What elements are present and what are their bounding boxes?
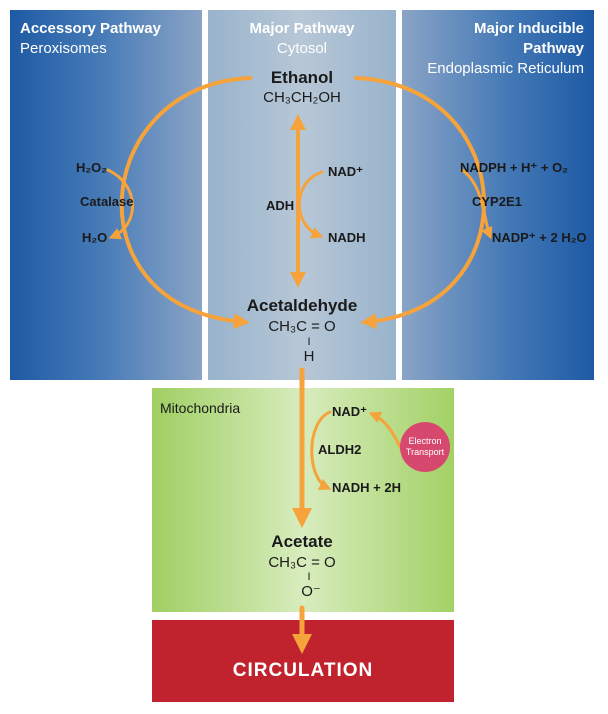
adh-input: NAD⁺	[328, 164, 364, 179]
circulation-label: CIRCULATION	[232, 660, 374, 681]
major-pathway-location: Cytosol	[276, 40, 328, 57]
aldh2-enzyme: ALDH2	[318, 442, 362, 457]
catalase-input: H₂O₂	[76, 160, 108, 175]
inducible-pathway-arrow	[354, 76, 486, 330]
acetate-bond: I	[307, 571, 311, 583]
major-pathway-title: Major Pathway	[249, 20, 355, 37]
acetaldehyde-bond: I	[307, 336, 311, 348]
cyp2e1-output: NADP⁺ + 2 H₂O	[492, 230, 587, 245]
adh-enzyme: ADH	[266, 198, 295, 213]
electron-transport-label: Electron Transport	[400, 436, 450, 458]
accessory-pathway-location: Peroxisomes	[20, 40, 107, 57]
accessory-pathway-arrow	[119, 76, 252, 330]
acetaldehyde-formula: CH₃C = O	[268, 318, 336, 335]
aldh2-input: NAD⁺	[332, 404, 368, 419]
adh-side-arrow	[297, 170, 324, 239]
inducible-pathway-title-line2: Pathway	[523, 40, 584, 57]
ethanol-name: Ethanol	[270, 68, 334, 87]
electron-transport-line2: Transport	[405, 447, 445, 457]
aldh2-output: NADH + 2H	[332, 480, 401, 495]
cyp2e1-enzyme: CYP2E1	[472, 194, 522, 209]
accessory-pathway-panel	[10, 10, 202, 380]
acetate-name: Acetate	[271, 532, 333, 551]
catalase-side-arrow	[106, 168, 134, 240]
catalase-enzyme: Catalase	[80, 194, 134, 209]
mitochondria-label: Mitochondria	[160, 400, 241, 416]
accessory-pathway-title: Accessory Pathway	[20, 20, 161, 37]
electron-transport-badge	[400, 422, 450, 472]
acetaldehyde-name: Acetaldehyde	[246, 296, 358, 315]
adh-output: NADH	[328, 230, 366, 245]
acetate-substituent: O⁻	[301, 583, 321, 600]
ethanol-formula: CH₃CH₂OH	[263, 89, 341, 106]
acetate-formula: CH₃C = O	[268, 554, 336, 571]
acetaldehyde-substituent: H	[303, 348, 315, 365]
aldh2-side-arrow	[310, 410, 332, 490]
inducible-pathway-location: Endoplasmic Reticulum	[427, 60, 584, 77]
electron-transport-line1: Electron	[408, 436, 442, 446]
cyp2e1-input: NADPH + H⁺ + O₂	[460, 160, 568, 175]
inducible-pathway-panel	[402, 10, 594, 380]
catalase-output: H₂O	[82, 230, 108, 245]
cyp2e1-side-arrow	[460, 168, 493, 240]
inducible-pathway-title-line1: Major Inducible	[473, 20, 584, 37]
